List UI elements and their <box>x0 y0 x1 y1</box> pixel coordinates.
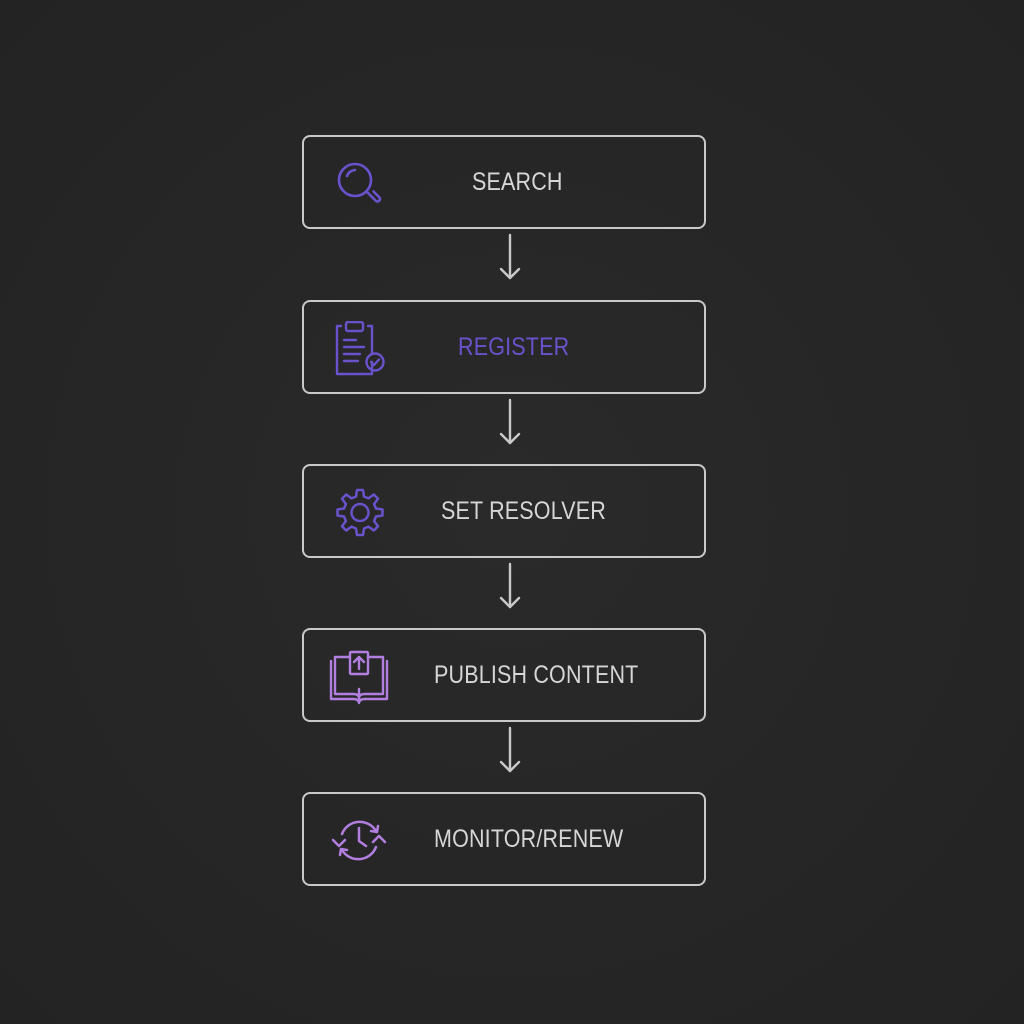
step-label: MONITOR/RENEW <box>434 824 624 853</box>
step-label: SEARCH <box>472 167 563 196</box>
step-label: PUBLISH CONTENT <box>434 660 639 689</box>
step-register[interactable]: REGISTER <box>302 300 706 394</box>
clock-renew-icon <box>328 813 390 869</box>
step-set-resolver[interactable]: SET RESOLVER <box>302 464 706 558</box>
arrow-down-icon <box>496 233 524 283</box>
arrow-down-icon <box>496 726 524 776</box>
step-monitor-renew[interactable]: MONITOR/RENEW <box>302 792 706 886</box>
book-upload-icon <box>328 649 390 705</box>
gear-icon <box>328 485 390 541</box>
clipboard-check-icon <box>328 321 390 377</box>
step-label: REGISTER <box>458 332 570 361</box>
step-search[interactable]: SEARCH <box>302 135 706 229</box>
step-publish-content[interactable]: PUBLISH CONTENT <box>302 628 706 722</box>
arrow-down-icon <box>496 398 524 448</box>
arrow-down-icon <box>496 562 524 612</box>
magnifier-icon <box>328 156 390 212</box>
step-label: SET RESOLVER <box>441 496 606 525</box>
